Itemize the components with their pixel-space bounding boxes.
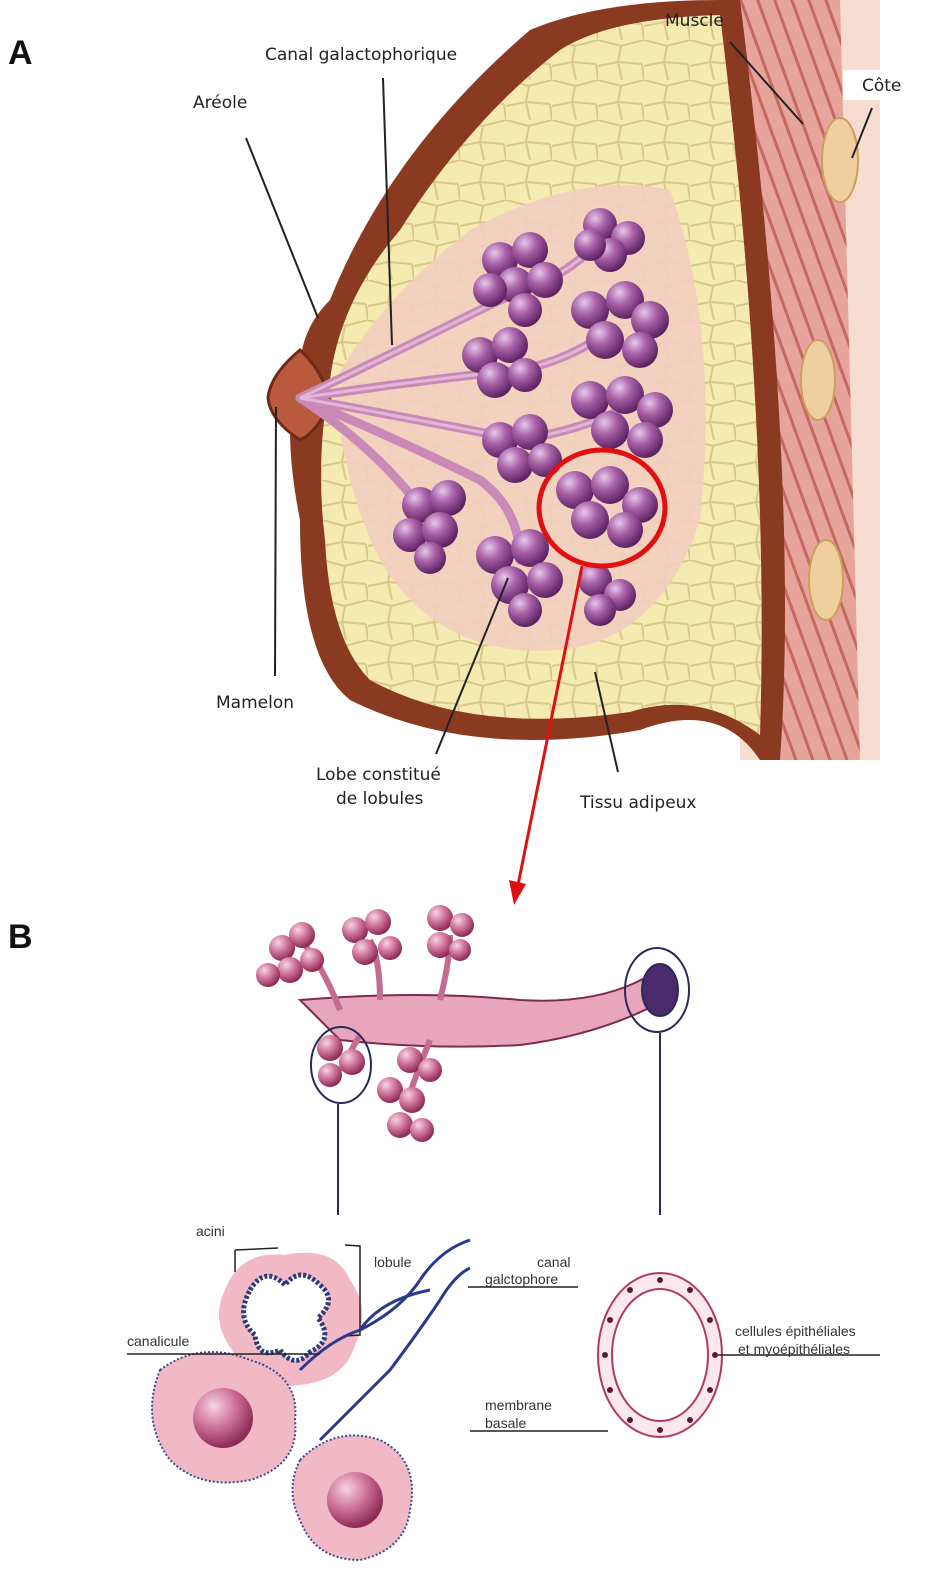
duct-lumen-b <box>612 1289 708 1421</box>
label-membrane-line1: membrane <box>485 1397 552 1413</box>
lobe-detail <box>256 905 689 1215</box>
rib <box>822 118 858 202</box>
label-muscle: Muscle <box>665 11 724 31</box>
panel-a: A <box>8 0 925 905</box>
breast-illustration <box>268 0 880 760</box>
label-mamelon: Mamelon <box>216 693 294 713</box>
label-lobule: lobule <box>374 1254 412 1270</box>
acinus-ring <box>244 1275 329 1361</box>
main-duct <box>300 975 665 1047</box>
label-canal-line2: galctophore <box>485 1271 558 1287</box>
label-canalicule: canalicule <box>127 1333 189 1349</box>
acinus-core-1 <box>193 1388 253 1448</box>
label-lobe-line1: Lobe constitué <box>316 765 441 785</box>
leader-mamelon <box>275 407 276 676</box>
label-canal-line1: canal <box>537 1254 570 1270</box>
label-canal-galactophorique: Canal galactophorique <box>265 45 457 65</box>
rib <box>809 540 843 620</box>
acinus-core-2 <box>327 1472 383 1528</box>
label-membrane-line2: basale <box>485 1415 526 1431</box>
label-cellules-line2: et myoépithéliales <box>738 1341 850 1357</box>
leader-areole <box>246 138 318 318</box>
label-cellules-line1: cellules épithéliales <box>735 1323 856 1339</box>
label-acini: acini <box>196 1223 225 1239</box>
panel-b: B <box>8 905 880 1560</box>
label-areole: Aréole <box>193 93 247 113</box>
label-lobe-line2: de lobules <box>336 789 424 809</box>
duct-lumen <box>642 964 678 1016</box>
label-cote: Côte <box>862 76 901 96</box>
rib <box>801 340 835 420</box>
label-tissu-adipeux: Tissu adipeux <box>579 793 697 813</box>
panel-a-letter: A <box>8 34 33 72</box>
panel-b-letter: B <box>8 918 33 956</box>
